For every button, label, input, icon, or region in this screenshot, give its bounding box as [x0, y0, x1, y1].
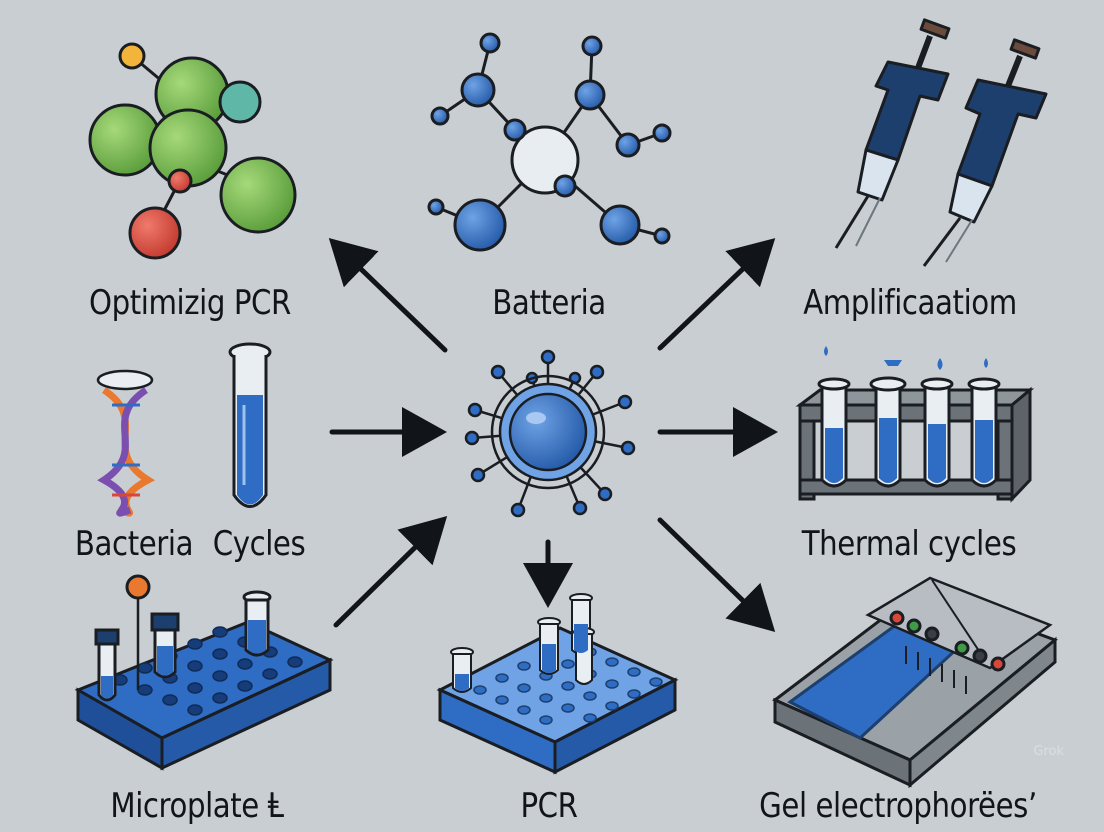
- molecule-illustration: [88, 42, 297, 260]
- gel-electrophoresis-illustration: [772, 576, 1058, 789]
- test-tube-rack-illustration: [795, 346, 1035, 503]
- label-bacteria: Bacteria: [74, 524, 194, 564]
- arrows: [328, 238, 778, 632]
- test-tube-illustration: [228, 342, 272, 508]
- label-microplate: Microplate Ⱡ: [110, 786, 284, 826]
- arrow-to-pipettes: [657, 238, 776, 351]
- pipette-illustration: [834, 18, 1048, 267]
- arrow-to-molecule: [328, 238, 448, 353]
- label-thermal-cycles: Thermal cycles: [801, 524, 1017, 564]
- network-illustration: [427, 32, 672, 252]
- microplate-illustration: [74, 574, 334, 771]
- pcr-plate-illustration: [436, 593, 679, 775]
- watermark: Grok: [1033, 744, 1064, 759]
- label-gel-electrophoresis: Gel electrophorëes’: [759, 786, 1037, 826]
- arrow-to-gel: [657, 517, 776, 632]
- label-amplification: Amplificaatiom: [803, 283, 1017, 323]
- label-batteria: Batteria: [492, 283, 606, 323]
- label-pcr: PCR: [520, 786, 578, 826]
- dna-helix-illustration: [96, 369, 156, 517]
- arrow-from-microplate: [333, 515, 448, 628]
- label-optimizing-pcr: Optimizig PCR: [89, 283, 291, 323]
- virus-illustration: [464, 349, 636, 518]
- label-cycles: Cycles: [212, 524, 306, 564]
